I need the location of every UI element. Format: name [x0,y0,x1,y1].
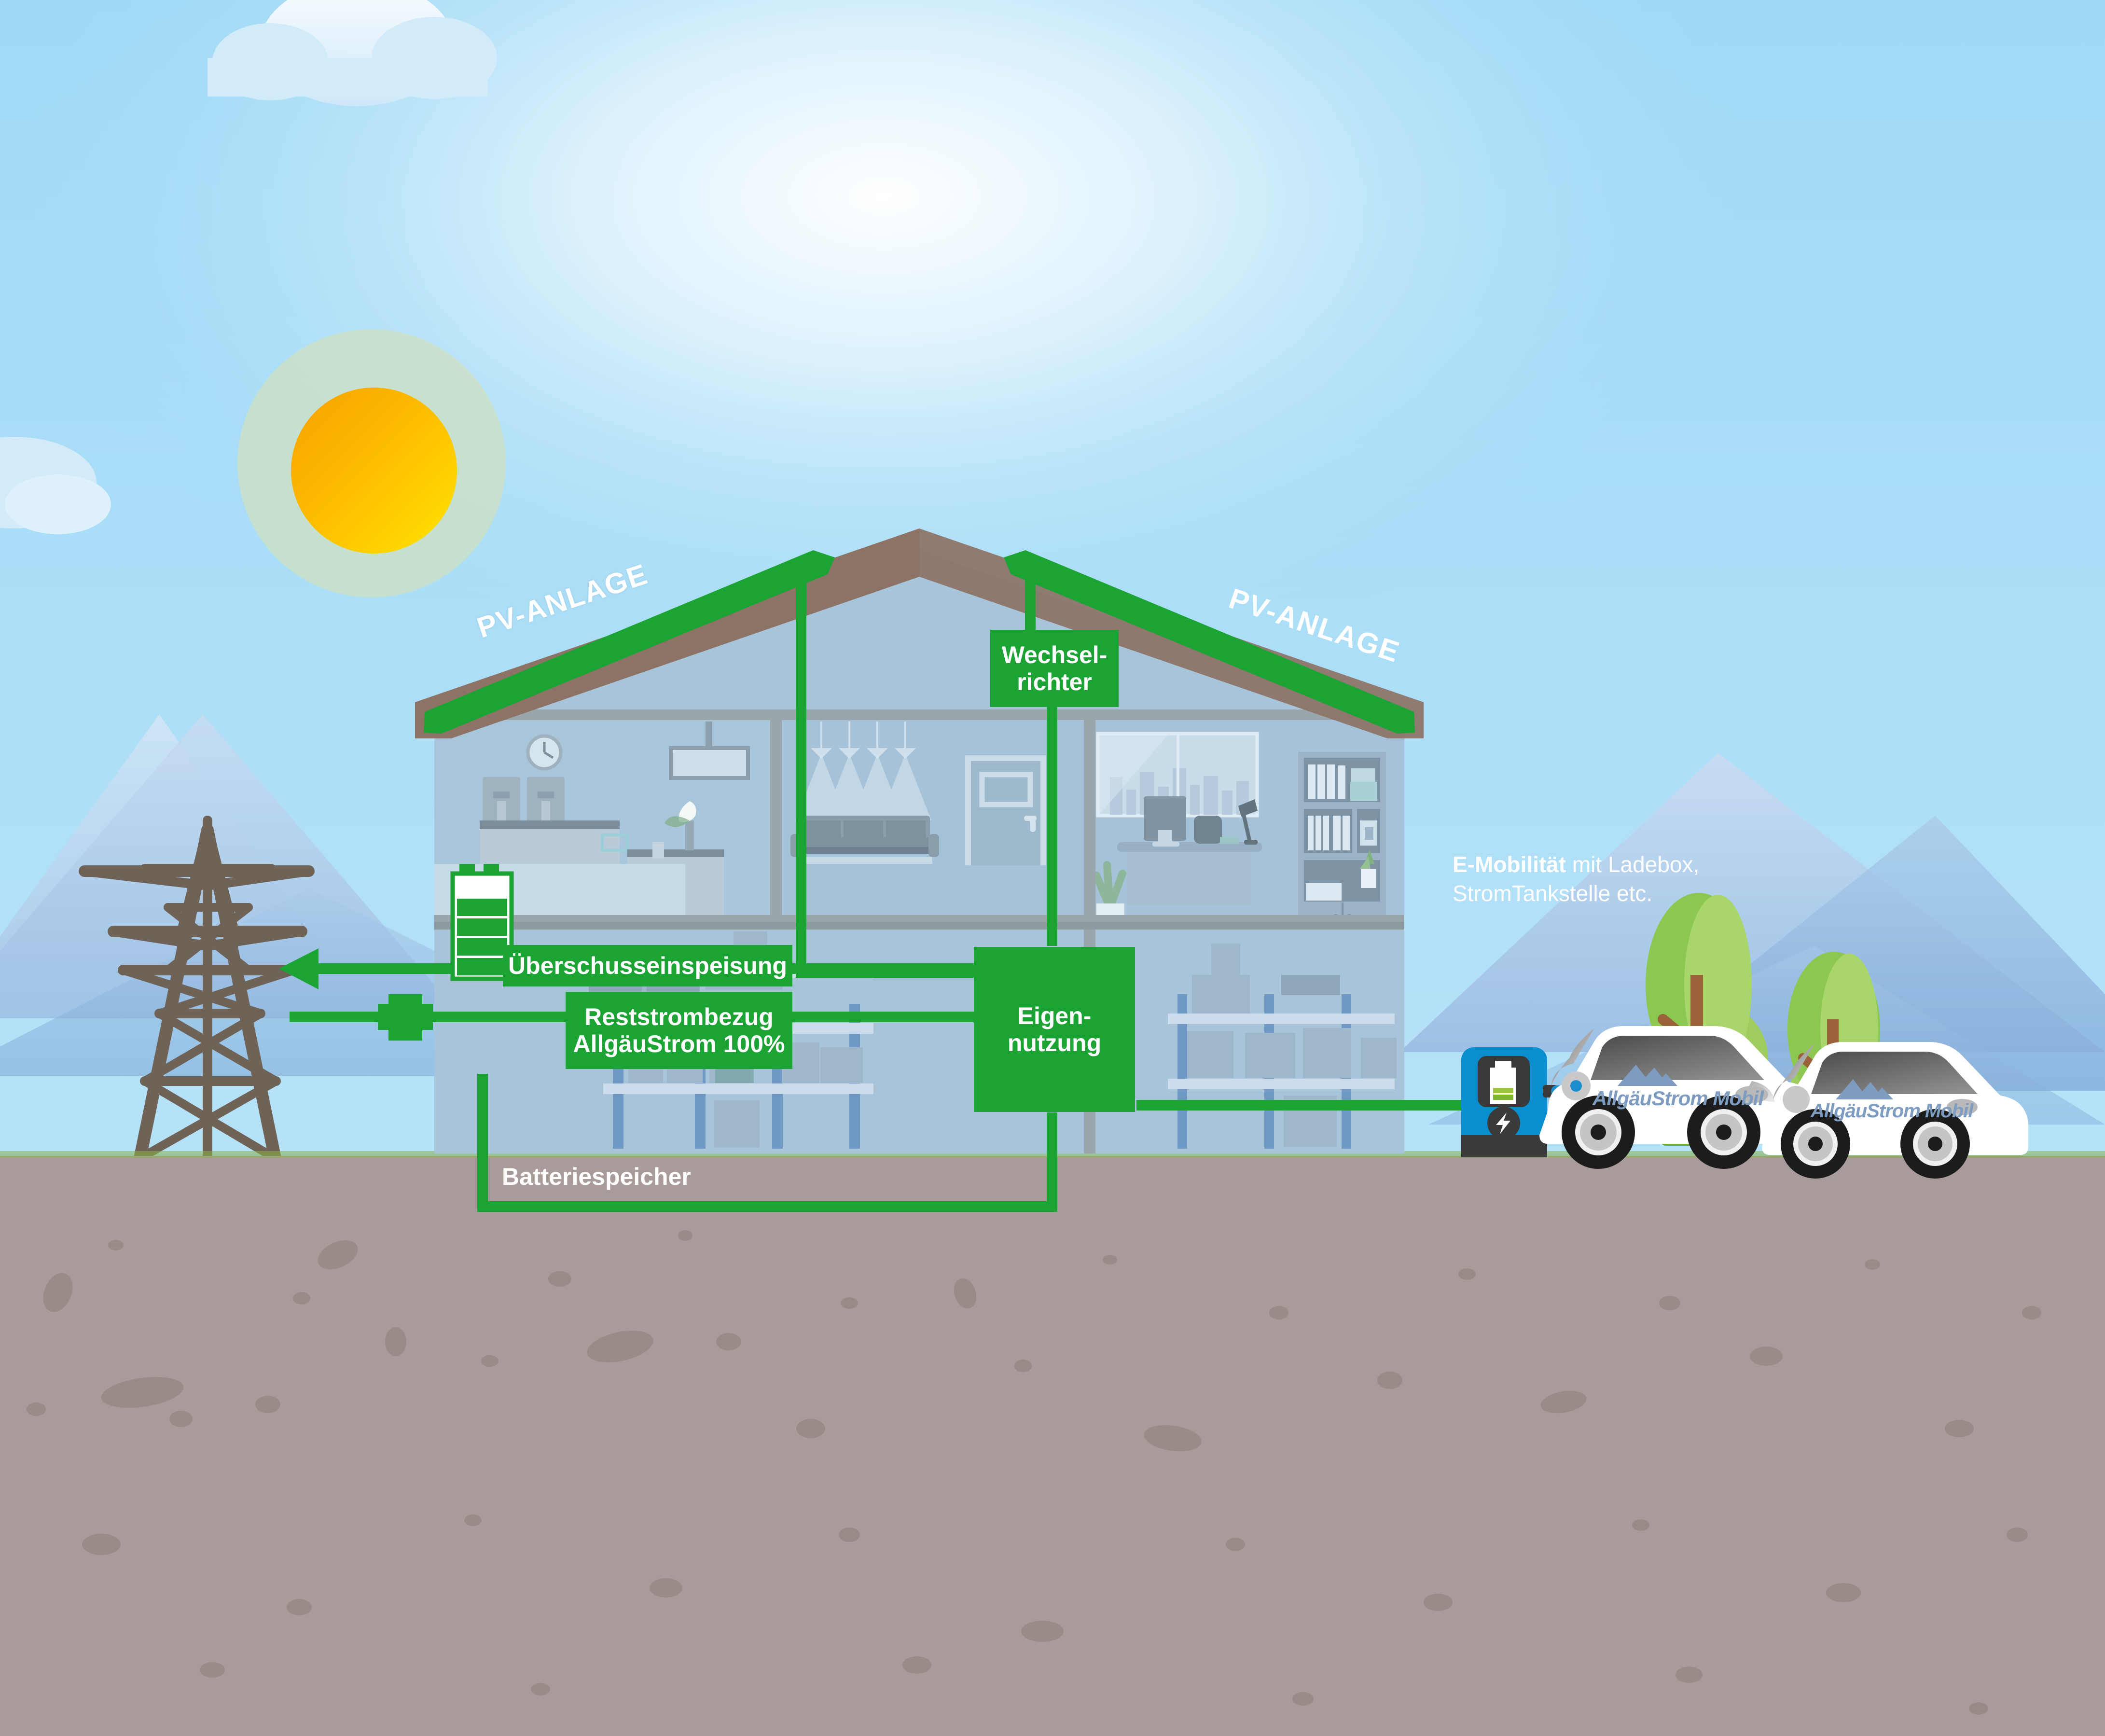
battery-icon [1490,1061,1516,1104]
residual-draw-label: Reststrombezug AllgäuStrom 100% [566,992,792,1069]
self-use-line1: Eigen- [1017,1002,1092,1029]
car-1 [1539,1026,1817,1169]
residual-line1: Reststrombezug [584,1003,774,1030]
emobility-note: E-Mobilität mit Ladebox, StromTankstelle… [1453,850,1699,908]
ground-pebbles [27,1230,2041,1715]
pendant-lights [795,722,931,820]
room-kitchen [434,722,750,922]
room-office [1093,719,1404,951]
pv-panel-left [424,550,835,734]
desk [1117,796,1262,906]
car-2 [1762,1042,2028,1179]
cloud-top [208,0,497,106]
lightning-bolt-icon [1496,1112,1510,1134]
room-living [782,719,1091,922]
pv-panel-right [1004,550,1415,734]
self-use-box[interactable]: Eigen- nutzung [974,947,1135,1112]
battery-storage-icon [450,864,514,981]
emobility-rest: mit Ladebox, [1566,852,1700,877]
emobility-line2: StromTankstelle etc. [1453,880,1653,906]
self-use-line2: nutzung [1007,1029,1102,1056]
door [965,755,1046,865]
cloud-left [0,437,111,534]
inverter-box[interactable]: Wechsel- richter [990,630,1119,707]
emobility-bold: E-Mobilität [1453,852,1566,877]
sun [237,329,506,597]
inverter-label-line2: richter [1017,668,1092,695]
car-brand-1: AllgäuStrom Mobil [1593,1087,1764,1110]
ground [0,1156,2105,1736]
car-brand-2: AllgäuStrom Mobil [1811,1100,1973,1122]
house-interior-rooms [434,709,1404,1153]
power-pylon [79,816,315,1165]
residual-line2: AllgäuStrom 100% [573,1030,785,1057]
inverter-label-line1: Wechsel- [1001,641,1108,668]
car-logo-1 [1618,1065,1677,1086]
battery-storage-label: Batteriespeicher [502,1163,691,1190]
car-logo-2 [1836,1079,1893,1099]
sofa [790,816,939,864]
feed-in-label: Überschusseinspeisung [503,945,792,986]
feed-in-text: Überschusseinspeisung [508,952,787,979]
